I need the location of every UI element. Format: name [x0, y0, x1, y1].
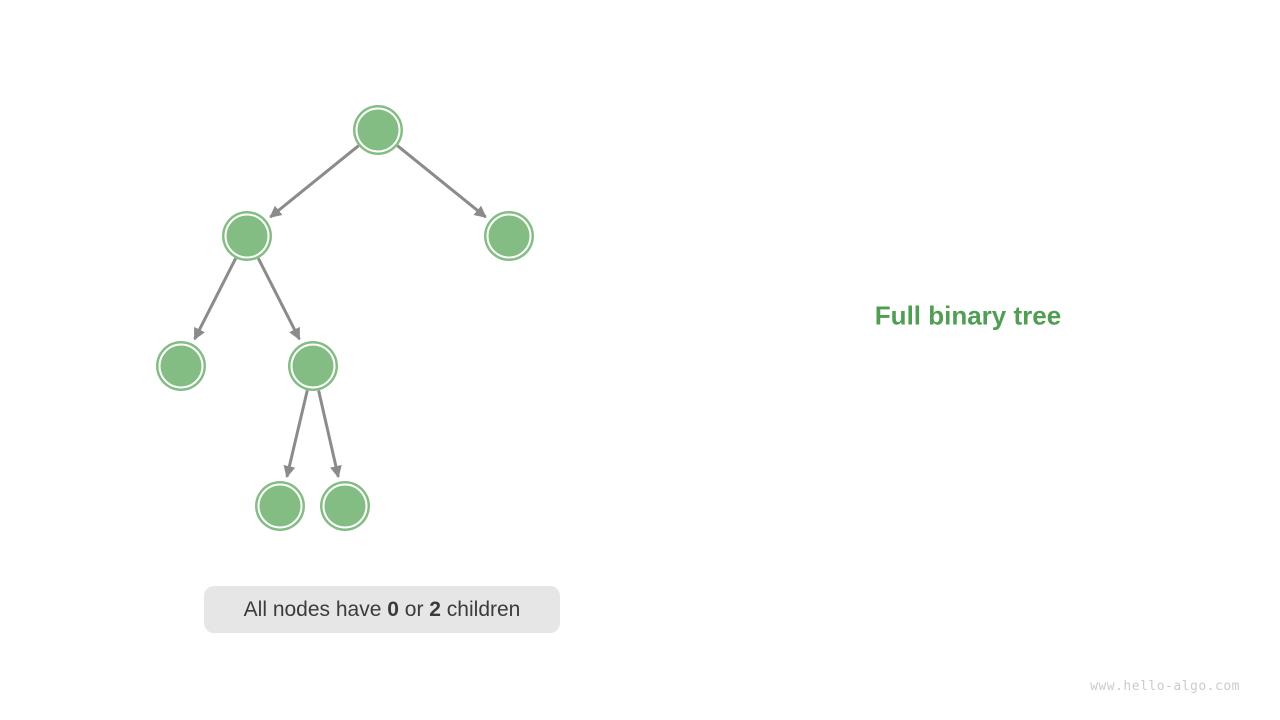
- caption-text-part-bold: 0: [387, 598, 399, 621]
- caption-pill: All nodes have 0 or 2 children: [204, 586, 560, 633]
- tree-edge-root-to-right: [396, 144, 487, 219]
- tree-edge-left-right-to-left-right-left: [283, 389, 309, 478]
- tree-edge-left-right-to-left-right-right: [317, 390, 342, 478]
- caption-text-part: All nodes have: [243, 598, 388, 621]
- tree-edge-left-to-left-left: [193, 257, 238, 341]
- tree-node-left-left: [156, 341, 206, 391]
- caption-text-part: children: [440, 598, 521, 621]
- tree-node-left-right-right: [320, 481, 370, 531]
- tree-node-root: [353, 105, 403, 155]
- caption-text-part: or: [398, 598, 430, 621]
- watermark: www.hello-algo.com: [1090, 679, 1240, 694]
- tree-nodes: [156, 105, 534, 531]
- tree-edge-left-to-left-right: [256, 257, 301, 341]
- tree-edge-root-to-left: [269, 144, 360, 219]
- tree-node-left-right: [288, 341, 338, 391]
- tree-node-right: [484, 211, 534, 261]
- caption-text-part-bold: 2: [429, 598, 441, 621]
- tree-node-left-right-left: [255, 481, 305, 531]
- tree-edges: [193, 144, 487, 478]
- tree-node-left: [222, 211, 272, 261]
- diagram-title: Full binary tree: [874, 300, 1062, 331]
